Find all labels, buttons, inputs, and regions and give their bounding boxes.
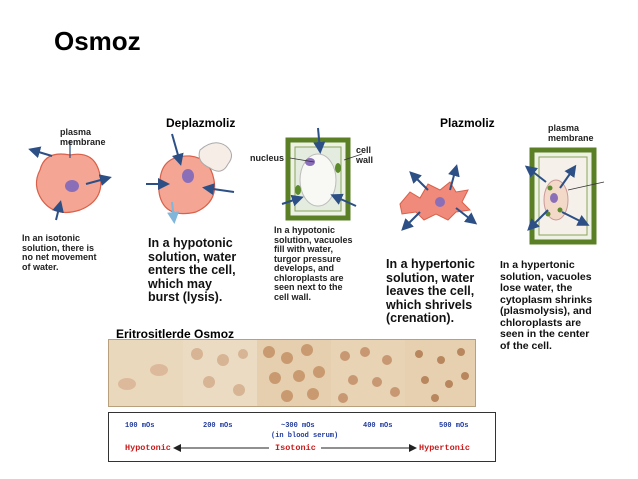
plasma-membrane-label-1: plasma membrane (60, 127, 106, 147)
erythrocyte-micrographs (108, 339, 476, 407)
hypertonic-plant-cell (524, 147, 605, 245)
micrograph-100 (109, 340, 184, 406)
page-title: Osmoz (54, 26, 141, 56)
scale-tick-300: ~300 mOs (281, 422, 315, 430)
scale-hypotonic: Hypotonic (125, 443, 171, 453)
scale-tick-500: 500 mOs (439, 422, 469, 430)
hypotonic-animal-caption: In a hypotonic solution, water enters th… (148, 236, 237, 304)
hypertonic-animal-cell (399, 164, 478, 231)
isotonic-caption: In an isotonic solution, there is no net… (22, 233, 97, 272)
micrograph-400 (331, 340, 406, 406)
tonicity-arrow (173, 444, 417, 452)
hypotonic-plant-cell (281, 127, 363, 221)
nucleus-label: nucleus (250, 153, 285, 163)
osmosis-diagram (28, 127, 605, 245)
tonicity-scale: 100 mOs 200 mOs ~300 mOs 400 mOs 500 mOs… (108, 412, 496, 462)
scale-tick-200: 200 mOs (203, 422, 233, 430)
eritrosit-label: Eritrositlerde Osmoz (116, 327, 235, 341)
deplazmoliz-label: Deplazmoliz (166, 116, 236, 130)
scale-hypertonic: Hypertonic (419, 443, 471, 453)
micrograph-500 (405, 340, 475, 406)
plazmoliz-label: Plazmoliz (440, 116, 495, 130)
hypotonic-animal-cell (146, 133, 235, 224)
scale-tick-100: 100 mOs (125, 422, 155, 430)
hypertonic-plant-caption: In a hypertonic solution, vacuoles lose … (500, 259, 593, 352)
hypertonic-animal-caption: In a hypertonic solution, water leaves t… (386, 257, 475, 325)
isotonic-cell (28, 140, 112, 221)
hypotonic-plant-caption: In a hypotonic solution, vacuoles fill w… (274, 225, 353, 302)
scale-tick-400: 400 mOs (363, 422, 393, 430)
micrograph-300 (257, 340, 332, 406)
blood-serum-note: (in blood serum) (271, 432, 339, 440)
micrograph-200 (183, 340, 258, 406)
scale-isotonic: Isotonic (275, 443, 316, 453)
plasma-membrane-label-2: plasma membrane (548, 123, 594, 143)
cell-wall-label: cell wall (356, 145, 374, 165)
